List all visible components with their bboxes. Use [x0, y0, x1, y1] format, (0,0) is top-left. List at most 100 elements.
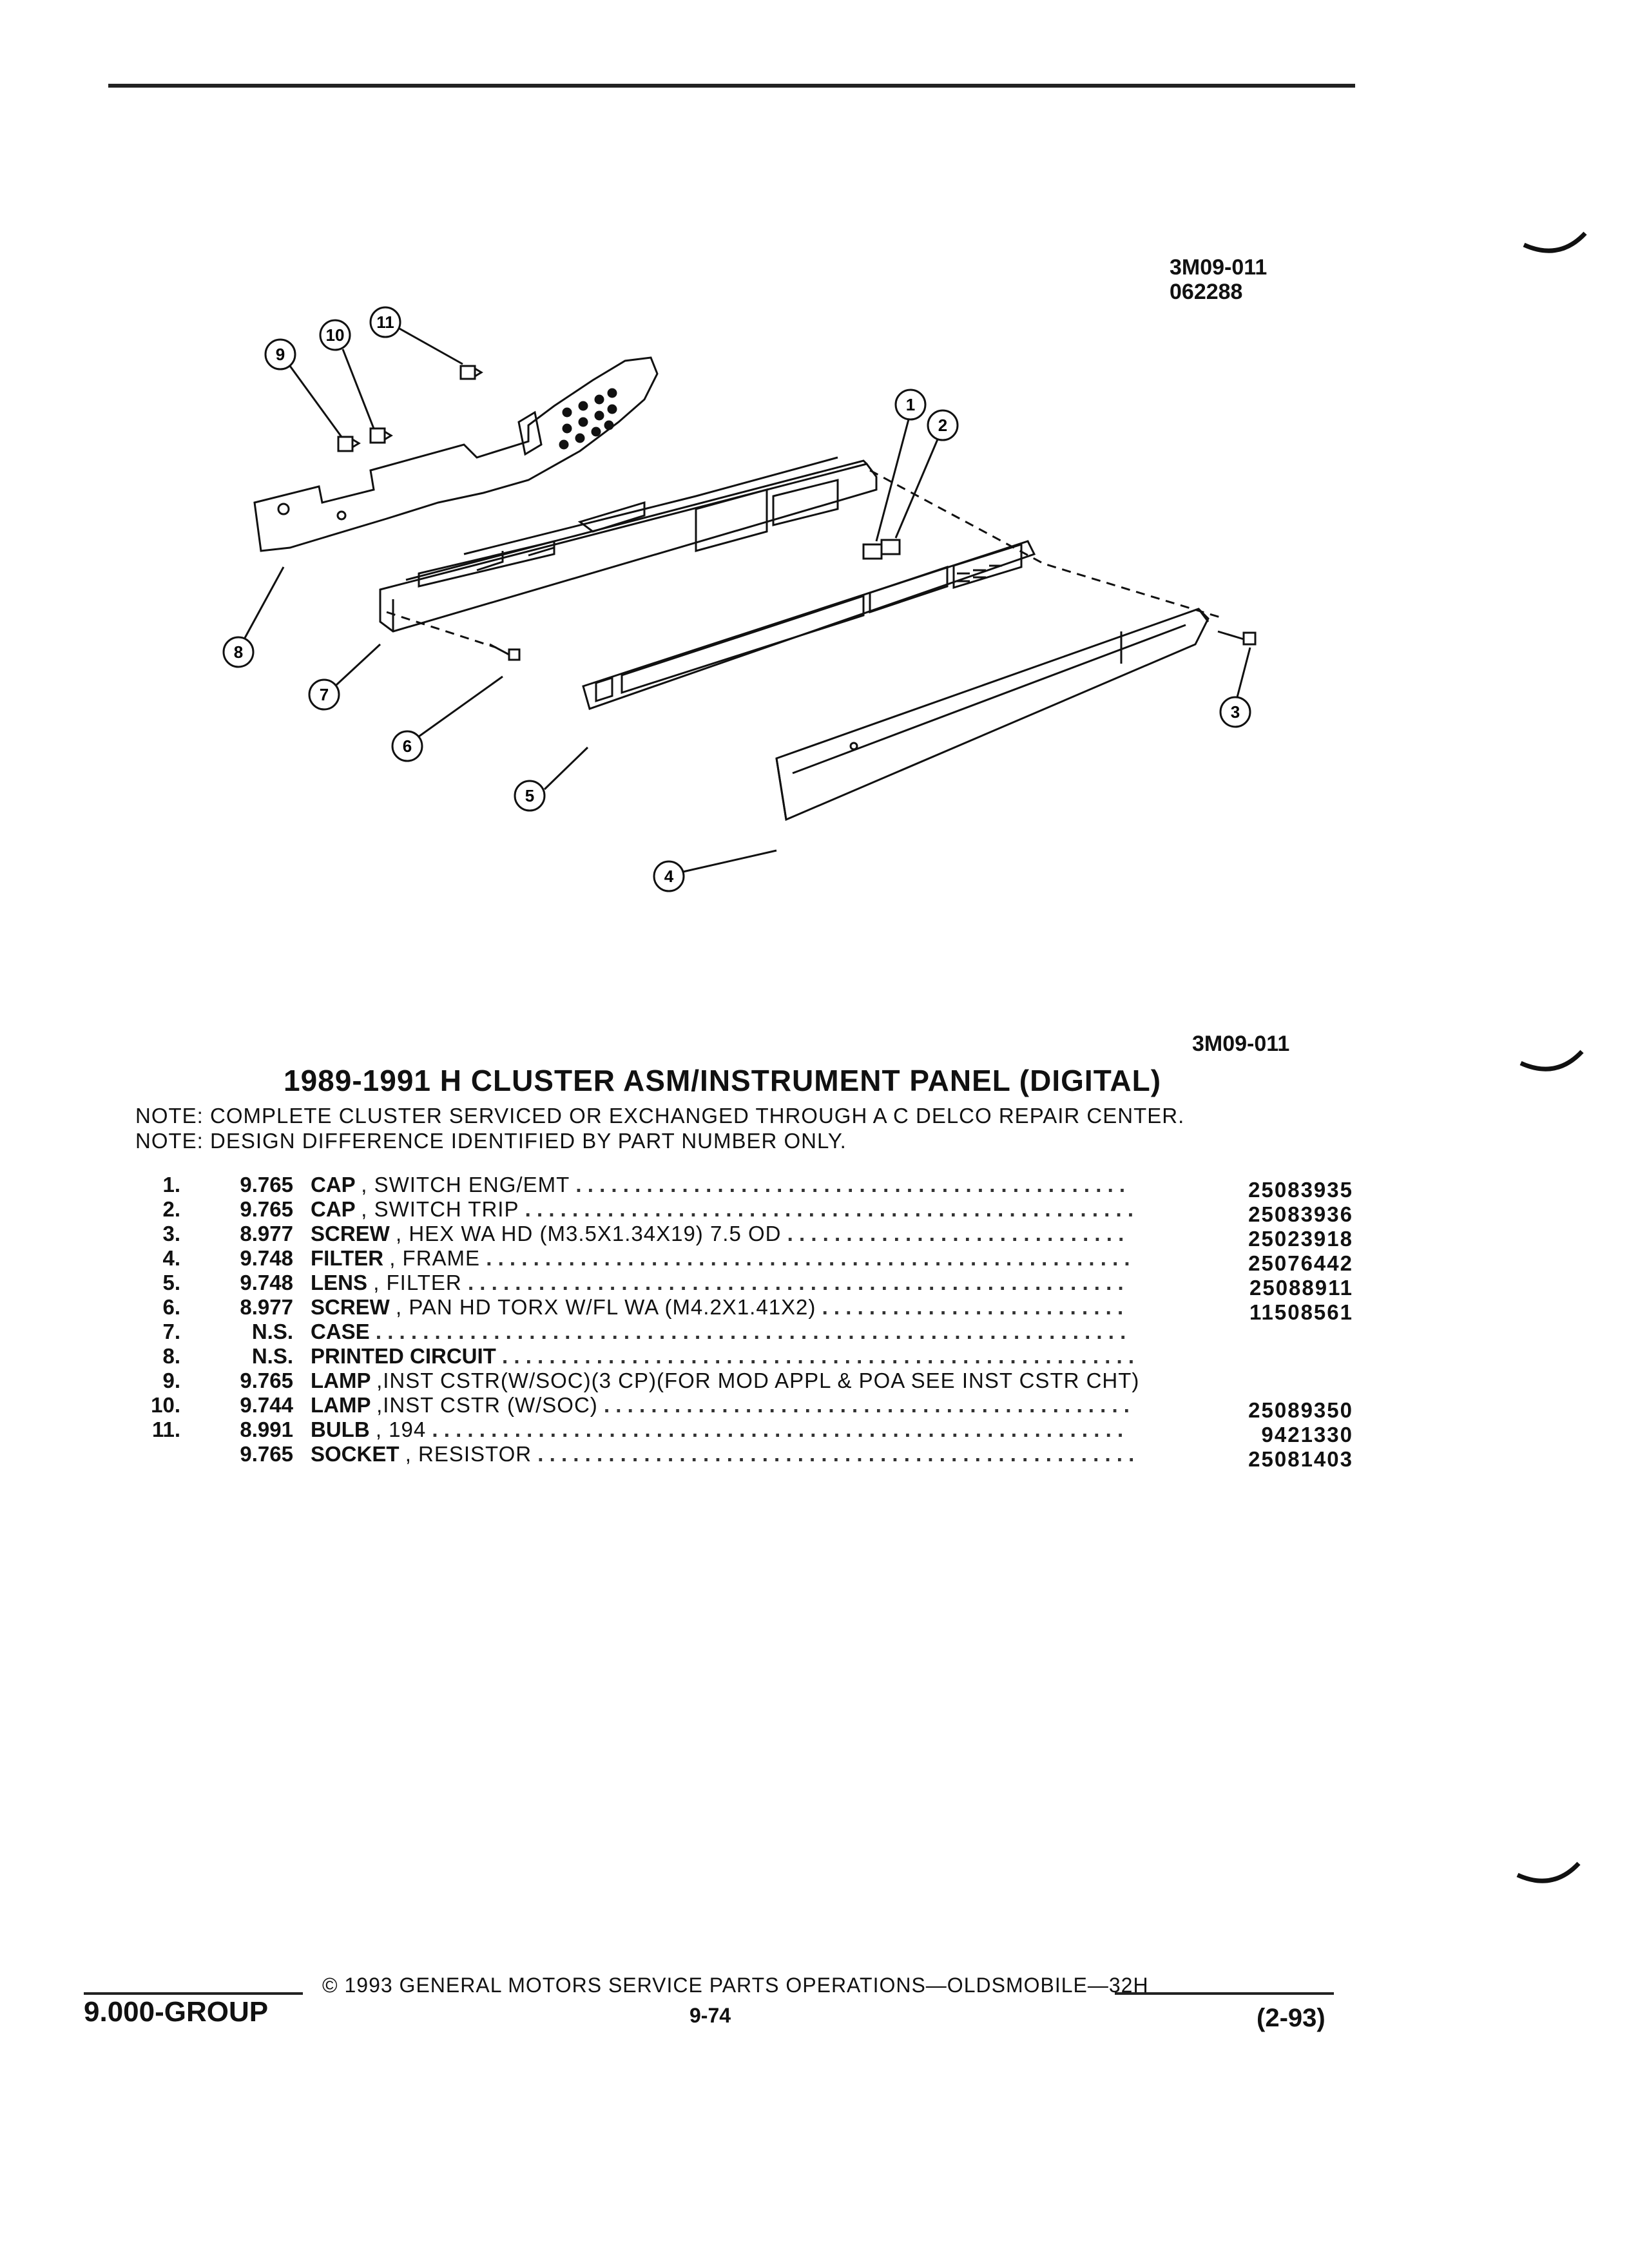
part-name: LAMP — [311, 1393, 371, 1417]
item-number: 9. — [162, 1369, 180, 1392]
part-description: LENS , FILTER . . . . . . . . . . . . . … — [311, 1271, 1124, 1295]
part-description: CASE . . . . . . . . . . . . . . . . . .… — [311, 1320, 1126, 1344]
footer-date: (2-93) — [1257, 2004, 1325, 2032]
binder-mark-bottom — [1516, 1861, 1581, 1883]
part-description: PRINTED CIRCUIT . . . . . . . . . . . . … — [311, 1344, 1134, 1369]
top-rule — [108, 84, 1355, 88]
part-detail: , PAN HD TORX W/FL WA (M4.2X1.41X2) — [396, 1295, 816, 1319]
leader-dots: . . . . . . . . . . . . . . . . . . . . … — [822, 1295, 1124, 1319]
callout-11: 11 — [369, 306, 463, 365]
item-number: 1. — [162, 1173, 180, 1196]
svg-text:1: 1 — [906, 395, 915, 414]
part-description: FILTER , FRAME . . . . . . . . . . . . .… — [311, 1246, 1130, 1271]
binder-mark-top — [1523, 231, 1587, 253]
leader-dots: . . . . . . . . . . . . . . . . . . . . … — [537, 1442, 1135, 1466]
item-number: 5. — [162, 1271, 180, 1294]
note-2: NOTE: DESIGN DIFFERENCE IDENTIFIED BY PA… — [135, 1129, 847, 1153]
part-name: CAP — [311, 1173, 356, 1196]
part-detail: ,INST CSTR(W/SOC)(3 CP)(FOR MOD APPL & P… — [376, 1369, 1140, 1392]
callout-7: 7 — [308, 643, 381, 711]
svg-text:6: 6 — [403, 736, 412, 756]
figure-id-bottom: 3M09-011 — [1192, 1032, 1290, 1056]
group-number: 9.765 — [240, 1369, 293, 1392]
part-detail: , RESISTOR — [405, 1442, 532, 1466]
binder-mark-middle — [1519, 1050, 1584, 1072]
filter-frame-part — [775, 608, 1210, 822]
svg-text:10: 10 — [326, 325, 345, 345]
part-description: LAMP ,INST CSTR(W/SOC)(3 CP)(FOR MOD APP… — [311, 1369, 1139, 1393]
group-number: 9.748 — [240, 1246, 293, 1270]
group-number: 8.991 — [240, 1418, 293, 1441]
part-number: 25083936 — [1248, 1202, 1353, 1226]
footer-copyright: © 1993 GENERAL MOTORS SERVICE PARTS OPER… — [322, 1974, 1149, 1997]
item-number: 2. — [162, 1197, 180, 1221]
part-name: CASE — [311, 1320, 370, 1343]
part-name: CAP — [311, 1197, 356, 1221]
group-number: 9.765 — [240, 1442, 293, 1466]
leader-dots: . . . . . . . . . . . . . . . . . . . . … — [502, 1344, 1135, 1368]
part-number: 11508561 — [1249, 1300, 1353, 1324]
svg-text:11: 11 — [376, 312, 394, 332]
parts-row: 9.765 SOCKET , RESISTOR . . . . . . . . .… — [129, 1442, 1353, 1471]
part-number: 25083935 — [1248, 1178, 1353, 1202]
item-number: 10. — [151, 1393, 180, 1417]
part-name: SCREW — [311, 1222, 390, 1245]
svg-text:4: 4 — [664, 867, 674, 886]
lamp-sockets — [337, 365, 483, 452]
figure-date-code: 062288 — [1170, 280, 1243, 304]
footer-page-number: 9-74 — [689, 2004, 731, 2027]
part-description: BULB , 194 . . . . . . . . . . . . . . .… — [311, 1418, 1123, 1442]
footer-rule-right — [1115, 1992, 1334, 1995]
switch-caps — [862, 539, 901, 560]
callout-3: 3 — [1219, 647, 1251, 728]
svg-text:7: 7 — [320, 685, 329, 704]
callout-2: 2 — [894, 409, 959, 539]
footer-rule-left — [84, 1992, 303, 1995]
group-number: 9.765 — [240, 1173, 293, 1196]
part-description: SCREW , HEX WA HD (M3.5X1.34X19) 7.5 OD … — [311, 1222, 1124, 1246]
item-number: 11. — [151, 1418, 180, 1441]
leader-dots: . . . . . . . . . . . . . . . . . . . . … — [603, 1393, 1130, 1417]
item-number: 8. — [162, 1344, 180, 1368]
part-description: SOCKET , RESISTOR . . . . . . . . . . . … — [311, 1442, 1134, 1466]
part-detail: ,INST CSTR (W/SOC) — [376, 1393, 598, 1417]
part-number: 25088911 — [1249, 1276, 1353, 1300]
parts-row: 9. 9.765 LAMP ,INST CSTR(W/SOC)(3 CP)(FOR … — [129, 1369, 1353, 1393]
part-description: SCREW , PAN HD TORX W/FL WA (M4.2X1.41X2… — [311, 1295, 1123, 1320]
callout-1: 1 — [875, 389, 927, 542]
callout-4: 4 — [653, 849, 777, 892]
svg-text:9: 9 — [276, 345, 285, 364]
svg-text:3: 3 — [1231, 702, 1240, 722]
part-name: LENS — [311, 1271, 368, 1294]
parts-row: 11. 8.991 BULB , 194 . . . . . . . . . . .… — [129, 1418, 1353, 1446]
leader-dots: . . . . . . . . . . . . . . . . . . . . … — [575, 1173, 1126, 1196]
part-description: LAMP ,INST CSTR (W/SOC) . . . . . . . . … — [311, 1393, 1130, 1418]
callout-10: 10 — [319, 319, 375, 429]
svg-text:5: 5 — [525, 786, 534, 805]
parts-row: 8.N.S.PRINTED CIRCUIT . . . . . . . . . … — [129, 1344, 1353, 1369]
part-name: FILTER — [311, 1246, 384, 1270]
screws — [489, 630, 1257, 661]
group-number: 8.977 — [240, 1222, 293, 1245]
parts-row: 7.N.S.CASE . . . . . . . . . . . . . . .… — [129, 1320, 1353, 1344]
part-detail: , SWITCH TRIP — [361, 1197, 519, 1221]
part-name: LAMP — [311, 1369, 371, 1392]
exploded-view-diagram: 1 2 3 4 5 6 7 — [222, 306, 1257, 892]
part-number: 25081403 — [1248, 1447, 1353, 1471]
group-number: N.S. — [251, 1320, 293, 1343]
part-name: SCREW — [311, 1295, 390, 1319]
group-number: 8.977 — [240, 1295, 293, 1319]
part-name: SOCKET — [311, 1442, 400, 1466]
part-number: 25089350 — [1248, 1398, 1353, 1422]
note-1: NOTE: COMPLETE CLUSTER SERVICED OR EXCHA… — [135, 1104, 1185, 1128]
group-number: 9.765 — [240, 1197, 293, 1221]
page-title: 1989-1991 H CLUSTER ASM/INSTRUMENT PANEL… — [284, 1064, 1162, 1097]
lens-part — [582, 540, 1036, 710]
part-number: 25023918 — [1248, 1227, 1353, 1251]
